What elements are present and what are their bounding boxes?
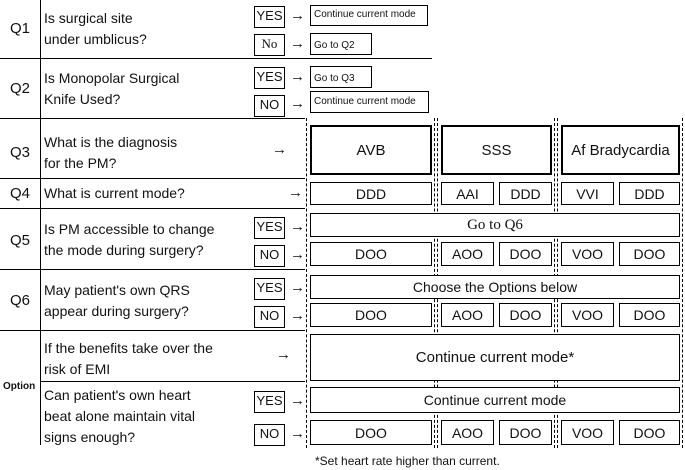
option-label: Option bbox=[3, 381, 36, 392]
option2-no-box: NO bbox=[254, 424, 285, 446]
q4-text: What is current mode? bbox=[44, 185, 185, 201]
option2-no-mode: VOO bbox=[561, 420, 614, 445]
arrow-icon: → bbox=[290, 279, 305, 296]
footnote: *Set heart rate higher than current. bbox=[315, 454, 500, 468]
q5-no-mode: VOO bbox=[561, 242, 614, 266]
arrow-icon: → bbox=[276, 346, 291, 363]
arrow-icon: → bbox=[290, 307, 305, 324]
q3-number: Q3 bbox=[9, 144, 30, 161]
q6-no-mode: AOO bbox=[441, 303, 494, 327]
q5-no-mode: DOO bbox=[310, 242, 432, 266]
q5-yes-box: YES bbox=[254, 217, 285, 239]
q2-no-result: Continue current mode bbox=[310, 91, 429, 113]
arrow-icon: → bbox=[290, 392, 305, 409]
row-divider bbox=[40, 381, 305, 382]
q5-no-box: NO bbox=[254, 245, 285, 267]
q1-no-box: No bbox=[254, 34, 285, 56]
arrow-icon: → bbox=[290, 95, 305, 112]
current-mode-cell: DDD bbox=[499, 182, 552, 205]
diagnosis-avb: AVB bbox=[310, 125, 432, 175]
arrow-icon: → bbox=[290, 35, 305, 52]
row-divider bbox=[0, 269, 305, 270]
diagnosis-sss: SSS bbox=[441, 125, 552, 175]
arrow-icon: → bbox=[290, 7, 305, 24]
q5-no-mode: AOO bbox=[441, 242, 494, 266]
arrow-icon: → bbox=[290, 68, 305, 85]
option1-result: Continue current mode* bbox=[310, 334, 680, 381]
q5-yes-result: Go to Q6 bbox=[310, 213, 680, 237]
q6-number: Q6 bbox=[9, 292, 30, 309]
q6-no-mode: DOO bbox=[499, 303, 552, 327]
option2-no-mode: DOO bbox=[619, 420, 680, 445]
row-divider bbox=[0, 58, 432, 59]
q6-no-mode: DOO bbox=[619, 303, 680, 327]
q6-yes-box: YES bbox=[254, 278, 285, 300]
row-divider bbox=[0, 178, 305, 179]
q5-no-mode: DOO bbox=[499, 242, 552, 266]
diagnosis-af-bradycardia: Af Bradycardia bbox=[561, 125, 680, 175]
arrow-icon: → bbox=[290, 218, 305, 235]
option2-no-mode: DOO bbox=[499, 420, 552, 445]
q2-yes-result: Go to Q3 bbox=[310, 66, 372, 88]
q4-number: Q4 bbox=[9, 185, 30, 202]
option2-no-mode: DOO bbox=[310, 420, 432, 445]
arrow-icon: → bbox=[272, 141, 287, 158]
arrow-icon: → bbox=[288, 184, 303, 201]
q1-no-result: Go to Q2 bbox=[310, 33, 372, 55]
q5-no-mode: DOO bbox=[619, 242, 680, 266]
current-mode-cell: AAI bbox=[441, 182, 494, 205]
arrow-icon: → bbox=[290, 246, 305, 263]
current-mode-cell: DDD bbox=[619, 182, 680, 205]
q6-yes-result: Choose the Options below bbox=[310, 275, 680, 299]
q1-yes-box: YES bbox=[254, 6, 285, 28]
column-divider bbox=[40, 0, 41, 445]
q2-no-box: NO bbox=[254, 95, 285, 117]
row-divider bbox=[0, 330, 305, 331]
q1-yes-result: Continue current mode bbox=[310, 5, 428, 26]
row-divider bbox=[0, 208, 305, 209]
q1-number: Q1 bbox=[9, 20, 30, 37]
option2-no-mode: AOO bbox=[441, 420, 494, 445]
option2-yes-result: Continue current mode bbox=[310, 387, 680, 413]
q2-number: Q2 bbox=[9, 80, 30, 97]
current-mode-cell: DDD bbox=[310, 182, 432, 205]
q2-yes-box: YES bbox=[254, 67, 285, 89]
option2-yes-box: YES bbox=[254, 391, 285, 413]
q6-no-mode: VOO bbox=[561, 303, 614, 327]
row-divider bbox=[0, 118, 305, 119]
current-mode-cell: VVI bbox=[561, 182, 614, 205]
arrow-icon: → bbox=[290, 425, 305, 442]
q6-no-box: NO bbox=[254, 306, 285, 328]
q6-no-mode: DOO bbox=[310, 303, 432, 327]
q5-number: Q5 bbox=[9, 232, 30, 249]
